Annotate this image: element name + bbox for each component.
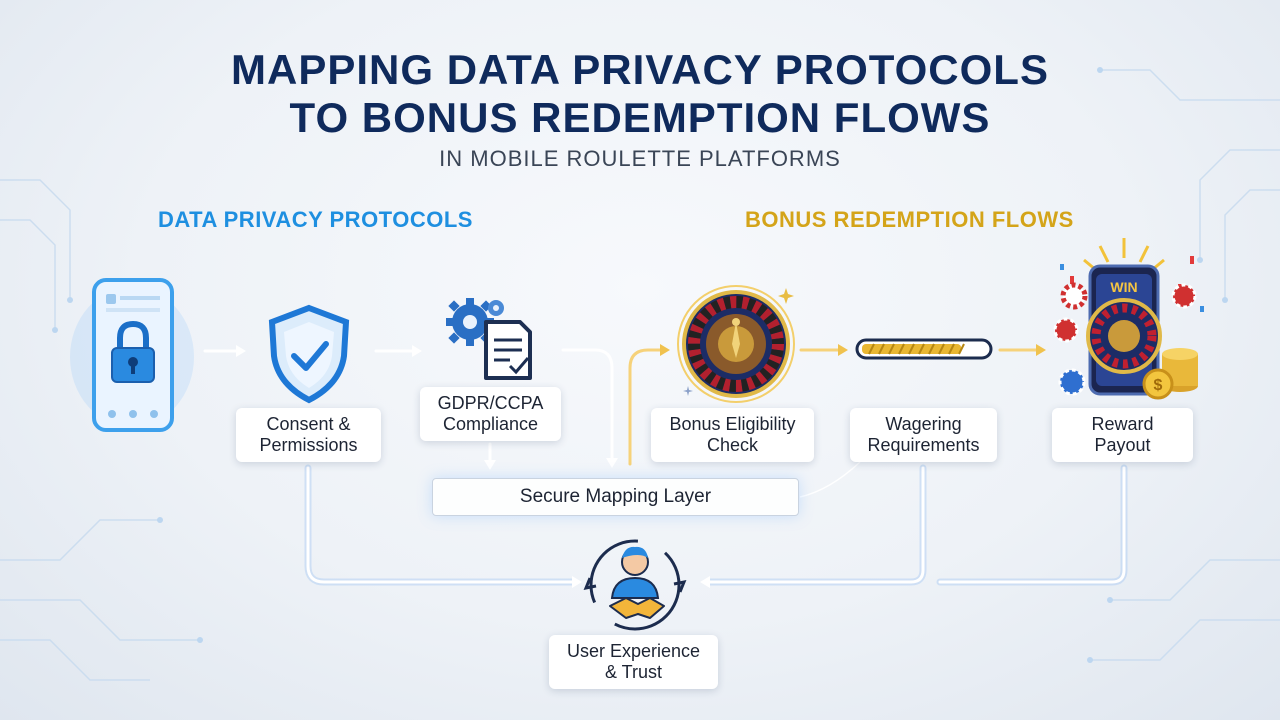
page-subtitle: IN MOBILE ROULETTE PLATFORMS	[439, 146, 841, 171]
win-text: WIN	[1110, 279, 1137, 295]
progress-stripe	[958, 343, 965, 355]
handshake-user-icon	[583, 539, 687, 631]
section-heading-privacy: DATA PRIVACY PROTOCOLS	[158, 207, 473, 232]
progress-stripe	[868, 343, 875, 355]
trust-label: User Experience & Trust	[549, 635, 718, 689]
progress-stripe	[888, 343, 895, 355]
gears-document-icon	[446, 298, 532, 380]
eligibility-label: Bonus Eligibility Check	[651, 408, 814, 462]
progress-bar-icon	[855, 338, 993, 360]
shield-check-icon	[268, 304, 350, 404]
progress-stripe	[908, 343, 915, 355]
phone-lock-icon	[70, 278, 194, 432]
progress-stripe	[918, 343, 925, 355]
win-phone-coins-icon: WIN $	[1053, 238, 1204, 400]
page-title-line1: MAPPING DATA PRIVACY PROTOCOLS	[231, 46, 1049, 93]
page-title-line2: TO BONUS REDEMPTION FLOWS	[289, 94, 991, 141]
svg-text:$: $	[1154, 377, 1163, 394]
roulette-wheel-icon	[677, 285, 795, 403]
section-heading-bonus: BONUS REDEMPTION FLOWS	[745, 207, 1074, 232]
gdpr-label: GDPR/CCPA Compliance	[420, 387, 561, 441]
progress-stripe	[878, 343, 885, 355]
progress-stripe	[928, 343, 935, 355]
progress-stripe	[948, 343, 955, 355]
consent-label: Consent & Permissions	[236, 408, 381, 462]
progress-stripe	[938, 343, 945, 355]
progress-stripe	[898, 343, 905, 355]
payout-label: Reward Payout	[1052, 408, 1193, 462]
secure-mapping-layer: Secure Mapping Layer	[432, 478, 799, 516]
wagering-label: Wagering Requirements	[850, 408, 997, 462]
